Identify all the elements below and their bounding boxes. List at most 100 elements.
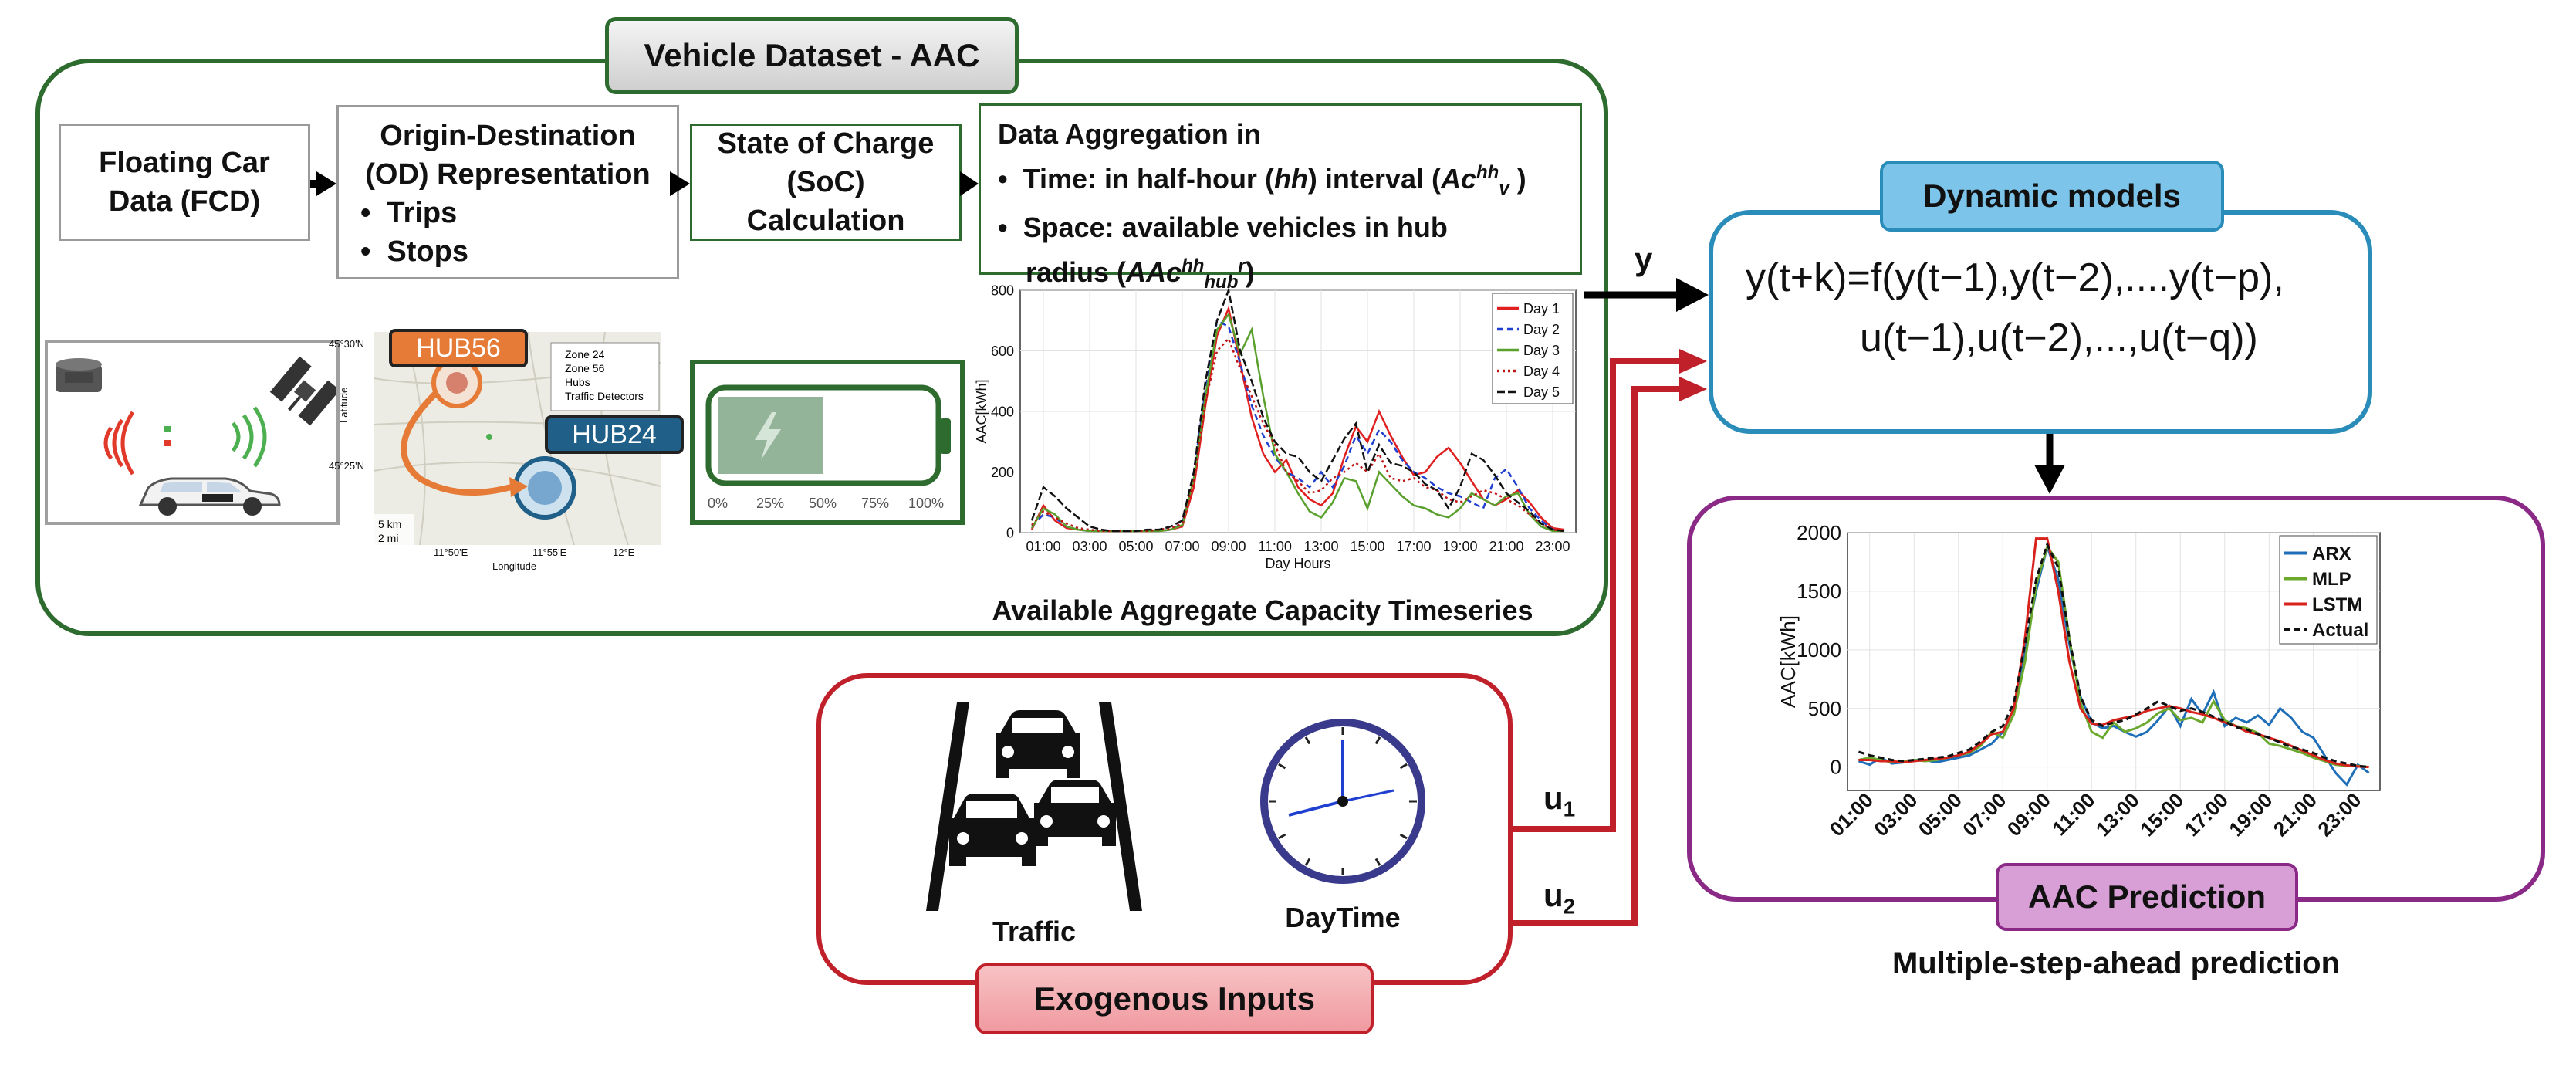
label-u1: u1 — [1543, 780, 1575, 821]
y-tick-label: 600 — [991, 344, 1014, 359]
y-tick-label: 2000 — [1797, 521, 1841, 544]
exogenous-inputs-title: Exogenous Inputs — [975, 963, 1374, 1034]
clock-tick — [1278, 833, 1286, 840]
od-item-stops: • Stops — [360, 235, 468, 268]
hub24-label: HUB24 — [572, 419, 657, 449]
legend-label: Day 4 — [1523, 364, 1560, 379]
x-tick-label: 19:00 — [2224, 788, 2277, 841]
traffic-icon — [926, 702, 1142, 911]
legend-label: Day 5 — [1523, 384, 1560, 400]
series-line-day-5 — [1030, 286, 1565, 533]
server-icon — [56, 358, 102, 392]
label-u2-sub: 2 — [1563, 894, 1576, 919]
x-tick-label: 13:00 — [1303, 539, 1338, 554]
battery-tick-1: 25% — [756, 496, 784, 511]
map-lat-tick-1: 45°25'N — [329, 460, 364, 472]
car-front-icon-left — [949, 794, 1036, 866]
agg-time-mid: ) interval ( — [1307, 163, 1441, 195]
y-tick-label: 1500 — [1797, 580, 1841, 603]
battery-tick-4: 100% — [908, 496, 944, 511]
battery-tick-3: 75% — [861, 496, 889, 511]
x-tick-label: 09:00 — [1211, 539, 1246, 554]
status-lights-icon — [164, 426, 171, 446]
daytime-label: DayTime — [1285, 902, 1401, 933]
label-u2-base: u — [1543, 877, 1564, 913]
y-tick-label: 400 — [991, 404, 1014, 419]
aggregation-box: Data Aggregation in • Time: in half-hour… — [979, 103, 1582, 293]
map-legend-0: Zone 24 — [565, 348, 605, 360]
satellite-icon — [269, 356, 340, 426]
clock-tick — [1399, 763, 1408, 770]
legend-label: MLP — [2312, 569, 2351, 590]
agg-space-sub: hub — [1204, 272, 1239, 293]
vehicle-dataset-title-text: Vehicle Dataset - AAC — [644, 37, 980, 73]
legend-label: Actual — [2312, 620, 2368, 641]
soc-line2: (SoC) — [786, 166, 865, 198]
map-scale-km: 5 km — [378, 518, 401, 530]
battery-tick-0: 0% — [708, 496, 728, 511]
agg-time-sub: v — [1499, 178, 1509, 200]
vehicle-dataset-title: Vehicle Dataset - AAC — [605, 17, 1019, 94]
zone24 — [513, 456, 576, 520]
arrow-fcd-od — [310, 171, 336, 196]
arrow-soc-agg — [960, 171, 979, 196]
clock-tick — [1278, 763, 1286, 770]
legend-label: LSTM — [2312, 594, 2362, 615]
series-line-day-2 — [1031, 319, 1565, 533]
x-tick-label: 05:00 — [1118, 539, 1153, 554]
map-lon-tick-0: 11°50'E — [434, 547, 468, 558]
x-tick-label: 09:00 — [2003, 788, 2055, 841]
model-equation-line2: u(t−1),u(t−2),...,u(t−q)) — [1860, 316, 2258, 360]
model-equation-line1: y(t+k)=f(y(t−1),y(t−2),....y(t−p), — [1746, 256, 2284, 300]
od-box: Origin-Destination (OD) Representation •… — [336, 105, 679, 279]
agg-space-prefix: radius ( — [1026, 256, 1127, 289]
aac-prediction-title-text: AAC Prediction — [2027, 878, 2267, 915]
battery-tip — [940, 418, 951, 454]
x-tick-label: 07:00 — [1958, 788, 2010, 841]
clock-tick — [1304, 858, 1311, 866]
battery-panel: 0% 25% 50% 75% 100% — [690, 360, 965, 525]
agg-space-sup: hh — [1182, 256, 1205, 277]
od-item-trips-text: Trips — [387, 197, 458, 229]
arrow-models-to-prediction — [2034, 434, 2065, 494]
hub-map: Zone 24 Zone 56 Hubs Traffic Detectors 5… — [373, 331, 661, 546]
map-legend-3: Traffic Detectors — [565, 390, 644, 402]
agg-time-sym: Ac — [1440, 163, 1476, 195]
agg-time-sup: hh — [1476, 162, 1499, 183]
series-line-actual — [1858, 541, 2369, 769]
y-tick-label: 200 — [991, 465, 1014, 480]
x-tick-label: 01:00 — [1825, 788, 1878, 841]
y-axis-label: AAC[kWh] — [1776, 615, 1800, 708]
arrow-od-soc — [670, 171, 690, 196]
lightning-bolt-icon — [755, 412, 781, 460]
legend-label: ARX — [2312, 543, 2351, 564]
od-line1: Origin-Destination — [380, 120, 636, 152]
y-axis-label: AAC[kWh] — [974, 379, 989, 443]
x-tick-label: 03:00 — [1869, 788, 1922, 841]
x-tick-label: 03:00 — [1072, 539, 1107, 554]
x-tick-label: 05:00 — [1914, 788, 1966, 841]
x-tick-label: 13:00 — [2091, 788, 2144, 841]
map-lon-tick-1: 11°55'E — [532, 547, 567, 558]
od-item-stops-text: Stops — [387, 235, 468, 268]
map-lon-label: Longitude — [492, 560, 537, 572]
y-tick-label: 0 — [1006, 525, 1014, 540]
clock-tick — [1374, 858, 1381, 866]
fcd-illustration-svg — [56, 356, 340, 516]
od-item-trips: • Trips — [360, 197, 458, 229]
agg-space-line1: Space: available vehicles in hub — [1023, 212, 1448, 244]
aggregation-space-2: radius (AAchhhubr) — [998, 247, 1580, 302]
x-tick-label: 17:00 — [2180, 788, 2233, 841]
car-front-icon-top — [996, 710, 1080, 778]
y-tick-label: 0 — [1831, 756, 1841, 779]
soc-line1: State of Charge — [717, 127, 935, 160]
map-legend-box — [550, 342, 660, 411]
series-line-arx — [1858, 542, 2370, 787]
od-line2: (OD) Representation — [365, 158, 651, 191]
dynamic-models-title: Dynamic models — [1880, 161, 2224, 232]
clock-tick — [1374, 736, 1381, 745]
x-tick-label: 11:00 — [1258, 539, 1292, 554]
car-icon — [138, 477, 281, 516]
agg-time-hh: hh — [1273, 163, 1308, 195]
